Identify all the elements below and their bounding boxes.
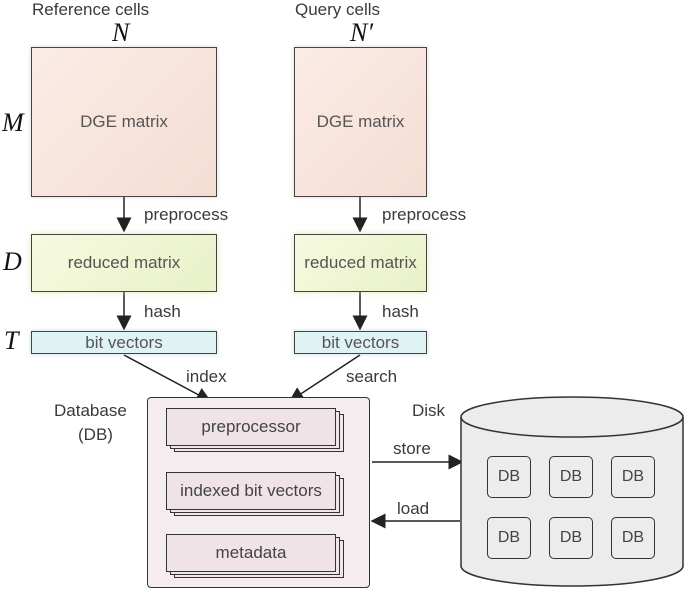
reference-cells-title: Reference cells — [32, 0, 150, 19]
load-label: load — [397, 499, 430, 518]
database-abbrev: (DB) — [78, 425, 113, 444]
query-hash-label: hash — [382, 302, 419, 321]
db-item-metadata: metadata — [166, 534, 336, 572]
store-label: store — [393, 439, 431, 458]
query-reduced-matrix: reduced matrix — [294, 234, 427, 292]
database-title: Database — [54, 401, 127, 420]
index-arrow — [123, 354, 212, 402]
reference-bit-vectors: bit vectors — [31, 331, 217, 354]
db-item-indexed-bit-vectors: indexed bit vectors — [166, 472, 336, 510]
dimension-t-symbol: T — [4, 326, 19, 355]
disk-db-cell: DB — [487, 456, 531, 498]
database-container: preprocessor indexed bit vectors metadat… — [147, 397, 370, 588]
query-bit-vectors: bit vectors — [294, 331, 427, 354]
search-label: search — [346, 367, 398, 386]
reference-n-symbol: N — [112, 18, 130, 47]
disk-db-cell: DB — [611, 456, 655, 498]
query-dge-label: DGE matrix — [316, 112, 405, 131]
reference-hash-label: hash — [144, 302, 181, 321]
dimension-m-symbol: M — [2, 108, 24, 137]
db-item-preprocessor: preprocessor — [166, 408, 336, 446]
disk-db-cell: DB — [549, 456, 593, 498]
query-n-symbol: N′ — [350, 18, 374, 47]
reference-dge-label: DGE matrix — [80, 112, 168, 131]
dimension-d-symbol: D — [3, 247, 22, 276]
query-preprocess-label: preprocess — [382, 205, 467, 224]
reference-reduced-label: reduced matrix — [67, 253, 181, 272]
query-bits-label: bit vectors — [321, 332, 400, 352]
db-item-stack: metadata — [166, 534, 344, 578]
disk-db-cell: DB — [549, 517, 593, 559]
db-item-stack: preprocessor — [166, 408, 344, 452]
db-item-stack: indexed bit vectors — [166, 472, 344, 516]
search-arrow — [288, 354, 361, 402]
disk-db-cell: DB — [611, 517, 655, 559]
reference-preprocess-label: preprocess — [144, 205, 229, 224]
query-dge-matrix: DGE matrix — [294, 47, 427, 197]
disk-title: Disk — [412, 401, 446, 420]
reference-dge-matrix: DGE matrix — [31, 47, 217, 197]
query-cells-title: Query cells — [295, 0, 381, 19]
query-reduced-label: reduced matrix — [304, 253, 417, 272]
index-label: index — [186, 367, 227, 386]
disk-db-cell: DB — [487, 517, 531, 559]
reference-bits-label: bit vectors — [85, 332, 163, 352]
reference-reduced-matrix: reduced matrix — [31, 234, 217, 292]
